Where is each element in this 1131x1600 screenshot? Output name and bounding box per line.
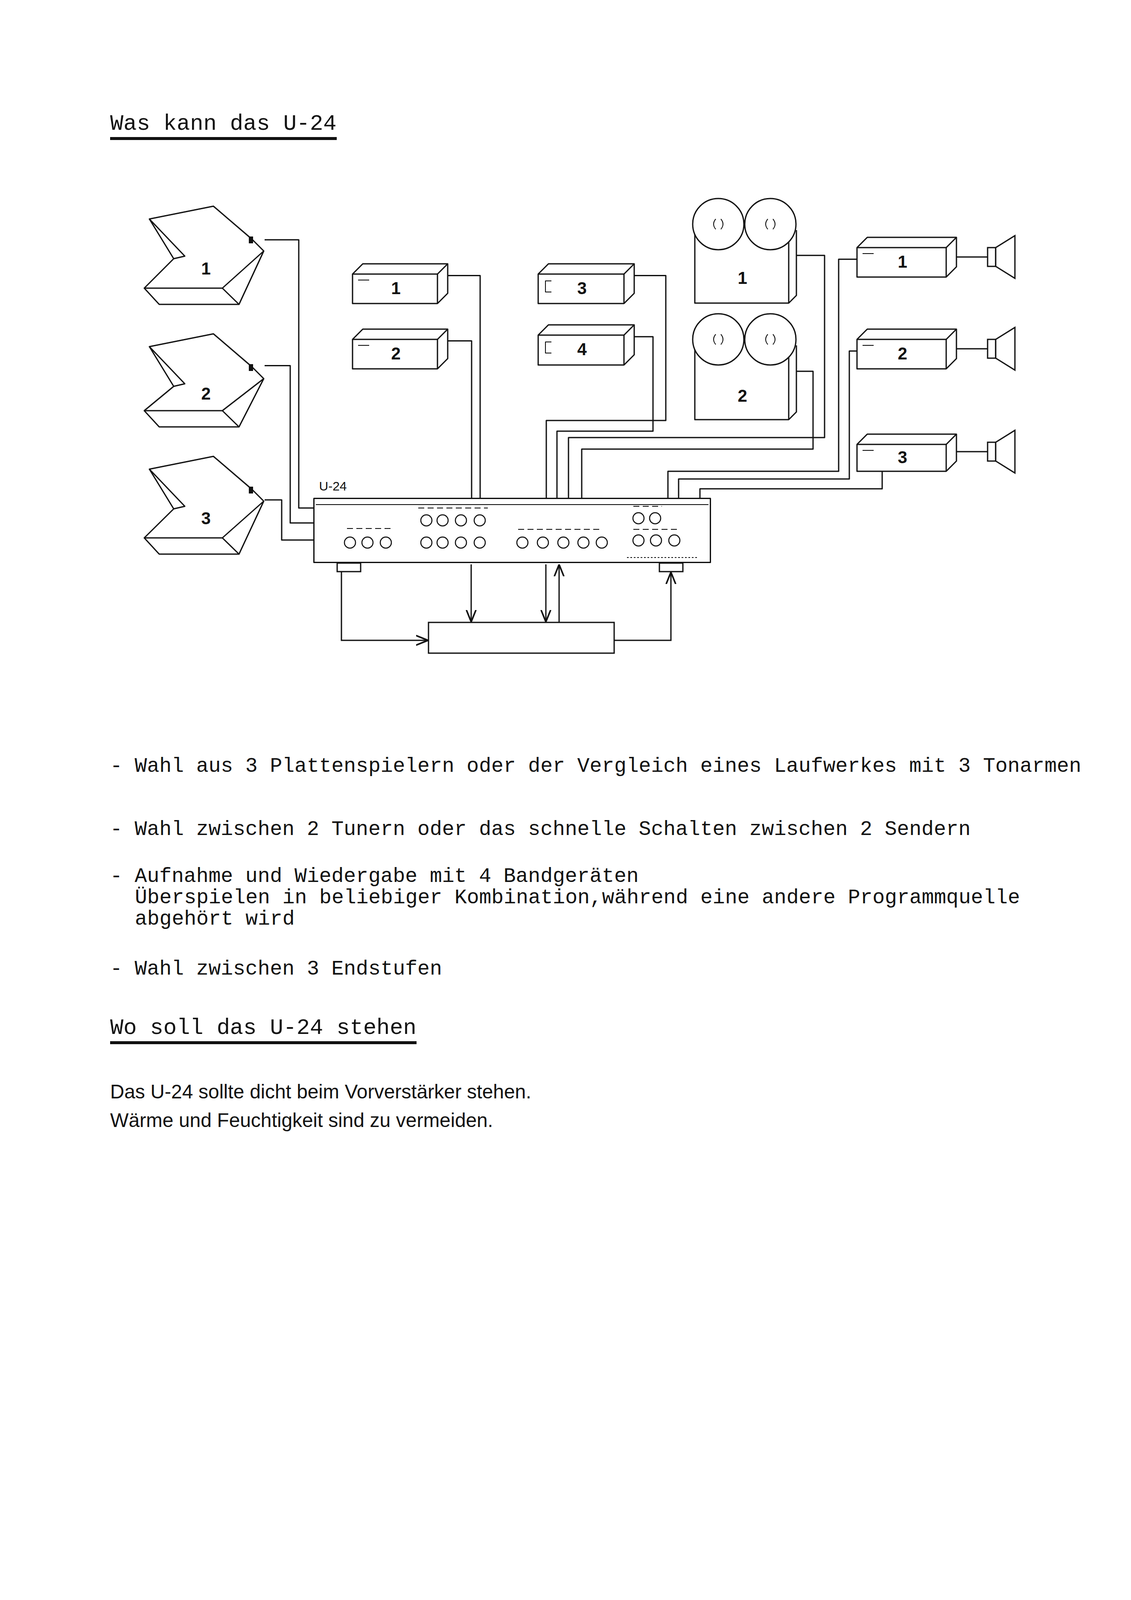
device-number: 3 — [577, 279, 587, 297]
device-number: 1 — [390, 279, 401, 297]
device-number: 2 — [390, 344, 401, 362]
cassette-deck: 3 — [537, 263, 635, 304]
speaker — [956, 430, 1015, 473]
device-foot — [659, 562, 683, 572]
turntable-outline — [142, 454, 265, 556]
device-number: 2 — [737, 387, 747, 405]
device-foot — [337, 562, 361, 572]
power-amplifier: 2 — [856, 328, 957, 370]
device-number: 3 — [897, 448, 907, 466]
signal-cable — [264, 499, 314, 540]
power-amplifier: 1 — [856, 236, 957, 278]
device-number: 1 — [737, 269, 747, 287]
device-number: 4 — [577, 340, 587, 358]
signal-cable — [448, 275, 481, 499]
reel-tape-deck: 1 — [688, 195, 801, 304]
device-number: 3 — [201, 509, 211, 527]
feature-note: - Wahl zwischen 3 Endstufen — [110, 958, 1096, 980]
tuner-box: 1 — [352, 263, 449, 304]
preamplifier-box — [428, 622, 615, 653]
speaker — [956, 235, 1015, 279]
reel-tape-deck: 2 — [688, 311, 801, 421]
signal-arrow — [614, 573, 671, 641]
device-number: 1 — [201, 259, 211, 277]
page-title: Was kann das U-24 — [110, 111, 337, 140]
feature-note: - Wahl aus 3 Plattenspielern oder der Ve… — [110, 755, 1096, 777]
signal-cable — [448, 341, 472, 499]
signal-arrow — [341, 571, 427, 641]
signal-arrow — [545, 564, 547, 621]
feature-note: - Aufnahme und Wiedergabe mit 4 Bandgerä… — [110, 865, 1096, 887]
device-number: 1 — [897, 253, 907, 271]
turntable: 3 — [142, 454, 265, 556]
signal-cable — [264, 239, 314, 508]
feature-note: Überspielen in beliebiger Kombination,wä… — [134, 886, 1070, 930]
power-amplifier: 3 — [856, 433, 957, 472]
turntable: 2 — [142, 331, 265, 429]
placement-note: Wärme und Feuchtigkeit sind zu vermeiden… — [110, 1108, 493, 1132]
turntable-outline — [142, 331, 265, 429]
signal-arrow — [558, 565, 560, 623]
switching-unit-outline — [313, 497, 712, 563]
device-number: 2 — [897, 344, 907, 362]
section-heading: Wo soll das U-24 stehen — [110, 1015, 417, 1044]
signal-cable — [546, 275, 666, 499]
tuner-box: 2 — [352, 328, 449, 370]
device-name: U-24 — [318, 479, 347, 493]
reel-tape-deck-outline — [688, 195, 801, 304]
speaker — [956, 327, 1015, 371]
switching-unit: U-24 — [313, 497, 712, 563]
device-number: 2 — [201, 384, 211, 403]
turntable-outline — [142, 204, 265, 307]
turntable: 1 — [142, 204, 265, 307]
signal-arrow — [470, 564, 473, 621]
signal-cable — [699, 471, 883, 498]
feature-note: - Wahl zwischen 2 Tunern oder das schnel… — [110, 818, 1096, 840]
cassette-deck: 4 — [537, 324, 635, 366]
placement-note: Das U-24 sollte dicht beim Vorverstärker… — [110, 1079, 532, 1104]
